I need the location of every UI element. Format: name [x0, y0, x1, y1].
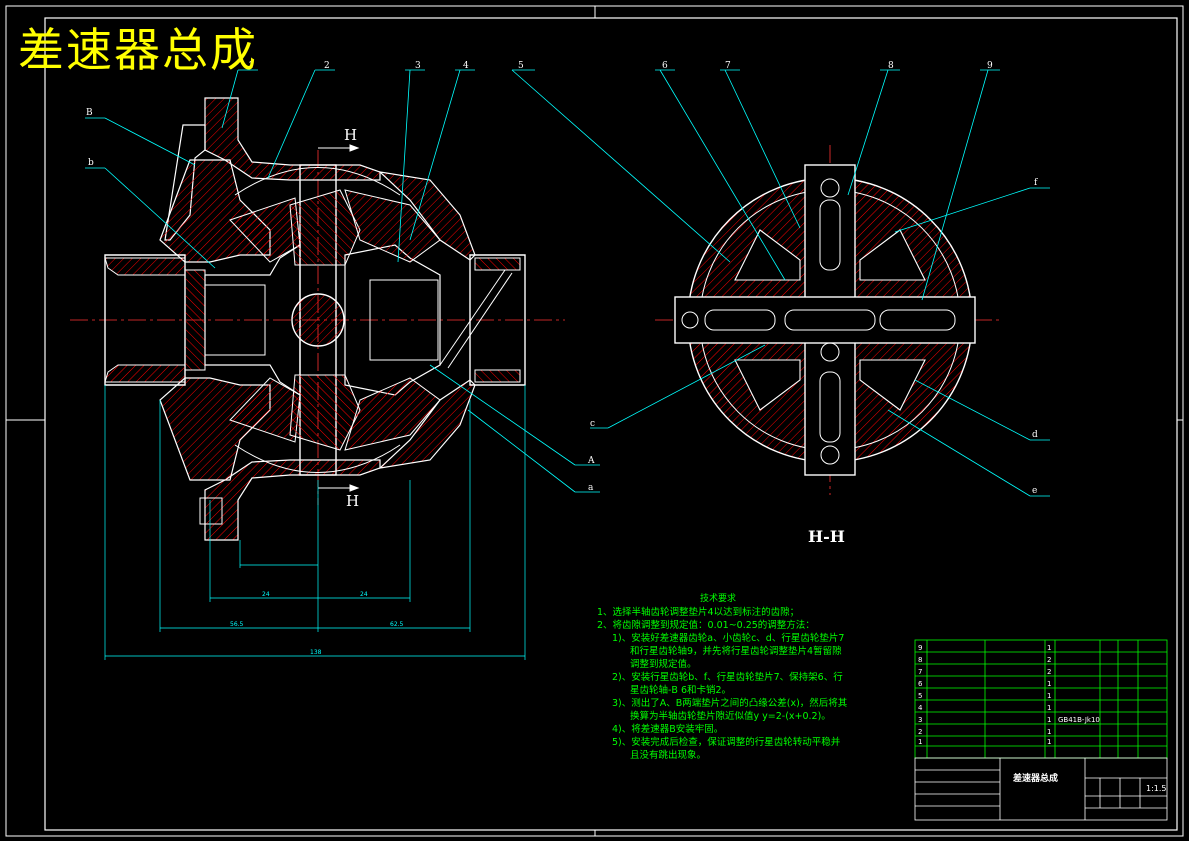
callout-A: A: [587, 456, 595, 466]
tech-req-line: 调整到规定值。: [630, 659, 697, 670]
part-row-qty: 1: [1047, 680, 1051, 688]
part-row-no: 2: [918, 728, 922, 736]
section-view-label: H-H: [808, 527, 845, 546]
part-row-qty: 1: [1047, 728, 1051, 736]
tech-req-line: 和行星齿轮轴9，并先将行星齿轮调整垫片4暂留隙: [630, 646, 842, 657]
part-row-qty: 2: [1047, 668, 1051, 676]
part-row-qty: 2: [1047, 656, 1051, 664]
tech-req-line: 2)、安装行星齿轮b、f、行星齿轮垫片7、保持架6、行: [612, 672, 843, 683]
part-row-no: 8: [918, 656, 922, 664]
tech-req-line: 5)、安装完成后检查，保证调整的行星齿轮转动平稳并: [612, 737, 841, 748]
tech-req-line: 2、将齿隙调整到规定值：0.01~0.25的调整方法：: [597, 620, 815, 631]
part-row-no: 7: [918, 668, 922, 676]
callout-6: 6: [662, 61, 668, 71]
part-row-qty: 1: [1047, 644, 1051, 652]
parts-list-table: [914, 639, 1168, 759]
callout-2: 2: [324, 61, 330, 71]
callout-8: 8: [888, 61, 894, 71]
part-row-no: 3: [918, 716, 922, 724]
callout-1: 1: [248, 61, 254, 71]
callout-c: c: [590, 419, 595, 429]
part-row-no: 1: [918, 738, 922, 746]
callout-b: b: [88, 158, 94, 168]
callout-f: f: [1034, 178, 1038, 188]
dimension-56-5: 56.5: [230, 621, 244, 628]
longitudinal-section-view: 24 24 56.5 62.5 138: [70, 97, 565, 660]
section-arrow-bottom: [318, 484, 360, 492]
drawing-title: 差速器总成: [18, 23, 258, 77]
title-block-name: 差速器总成: [1013, 774, 1059, 784]
tech-req-line: 3)、测出了A、B两端垫片之间的凸缘公差(x)，然后将其: [612, 698, 848, 709]
part-row-no: 5: [918, 692, 922, 700]
part-row-no: 6: [918, 680, 923, 688]
section-view-hh: [655, 145, 1000, 495]
part-row-no: 9: [918, 644, 922, 652]
title-block-scale: 1:1.5: [1146, 784, 1167, 793]
dimension-62-5: 62.5: [390, 621, 404, 628]
part-row-qty: 1: [1047, 692, 1051, 700]
dimension-lines: [104, 385, 526, 660]
tech-req-heading: 技术要求: [700, 594, 737, 604]
part-row-no: 4: [918, 704, 923, 712]
title-block: [914, 757, 1168, 821]
part-row-qty: 1: [1047, 704, 1051, 712]
part-row-qty: 1: [1047, 738, 1051, 746]
tech-req-line: 换算为半轴齿轮垫片隙近似值y y=2-(x+0.2)。: [630, 711, 831, 722]
callout-9: 9: [987, 61, 993, 71]
callout-a: a: [588, 483, 594, 493]
dimension-24-right: 24: [360, 591, 368, 598]
section-arrow-top: [318, 144, 360, 152]
section-mark-top: H: [344, 126, 358, 144]
sheet-border: [5, 5, 1184, 837]
callout-4: 4: [463, 61, 469, 71]
tech-req-line: 1)、安装好差速器齿轮a、小齿轮c、d、行星齿轮垫片7: [612, 633, 845, 644]
tech-req-line: 1、选择半轴齿轮调整垫片4以达到标注的齿隙；: [597, 607, 800, 618]
callout-5: 5: [518, 61, 524, 71]
section-mark-bottom: H: [346, 492, 360, 510]
part-row-qty: 1: [1047, 716, 1051, 724]
part-material-note: GB41B-Jk10: [1058, 716, 1100, 724]
callout-B: B: [86, 108, 93, 118]
tech-req-line: 星齿轮轴-B 6和卡销2。: [630, 685, 732, 696]
callout-e: e: [1032, 486, 1037, 496]
tech-req-line: 4)、将差速器B安装牢固。: [612, 724, 724, 735]
dimension-138: 138: [310, 649, 322, 656]
callout-7: 7: [725, 61, 731, 71]
callout-3: 3: [415, 61, 421, 71]
dimension-24-left: 24: [262, 591, 270, 598]
tech-req-line: 且没有跳出现象。: [630, 750, 707, 761]
callout-d: d: [1032, 430, 1038, 440]
leader-lines: [85, 69, 1050, 497]
